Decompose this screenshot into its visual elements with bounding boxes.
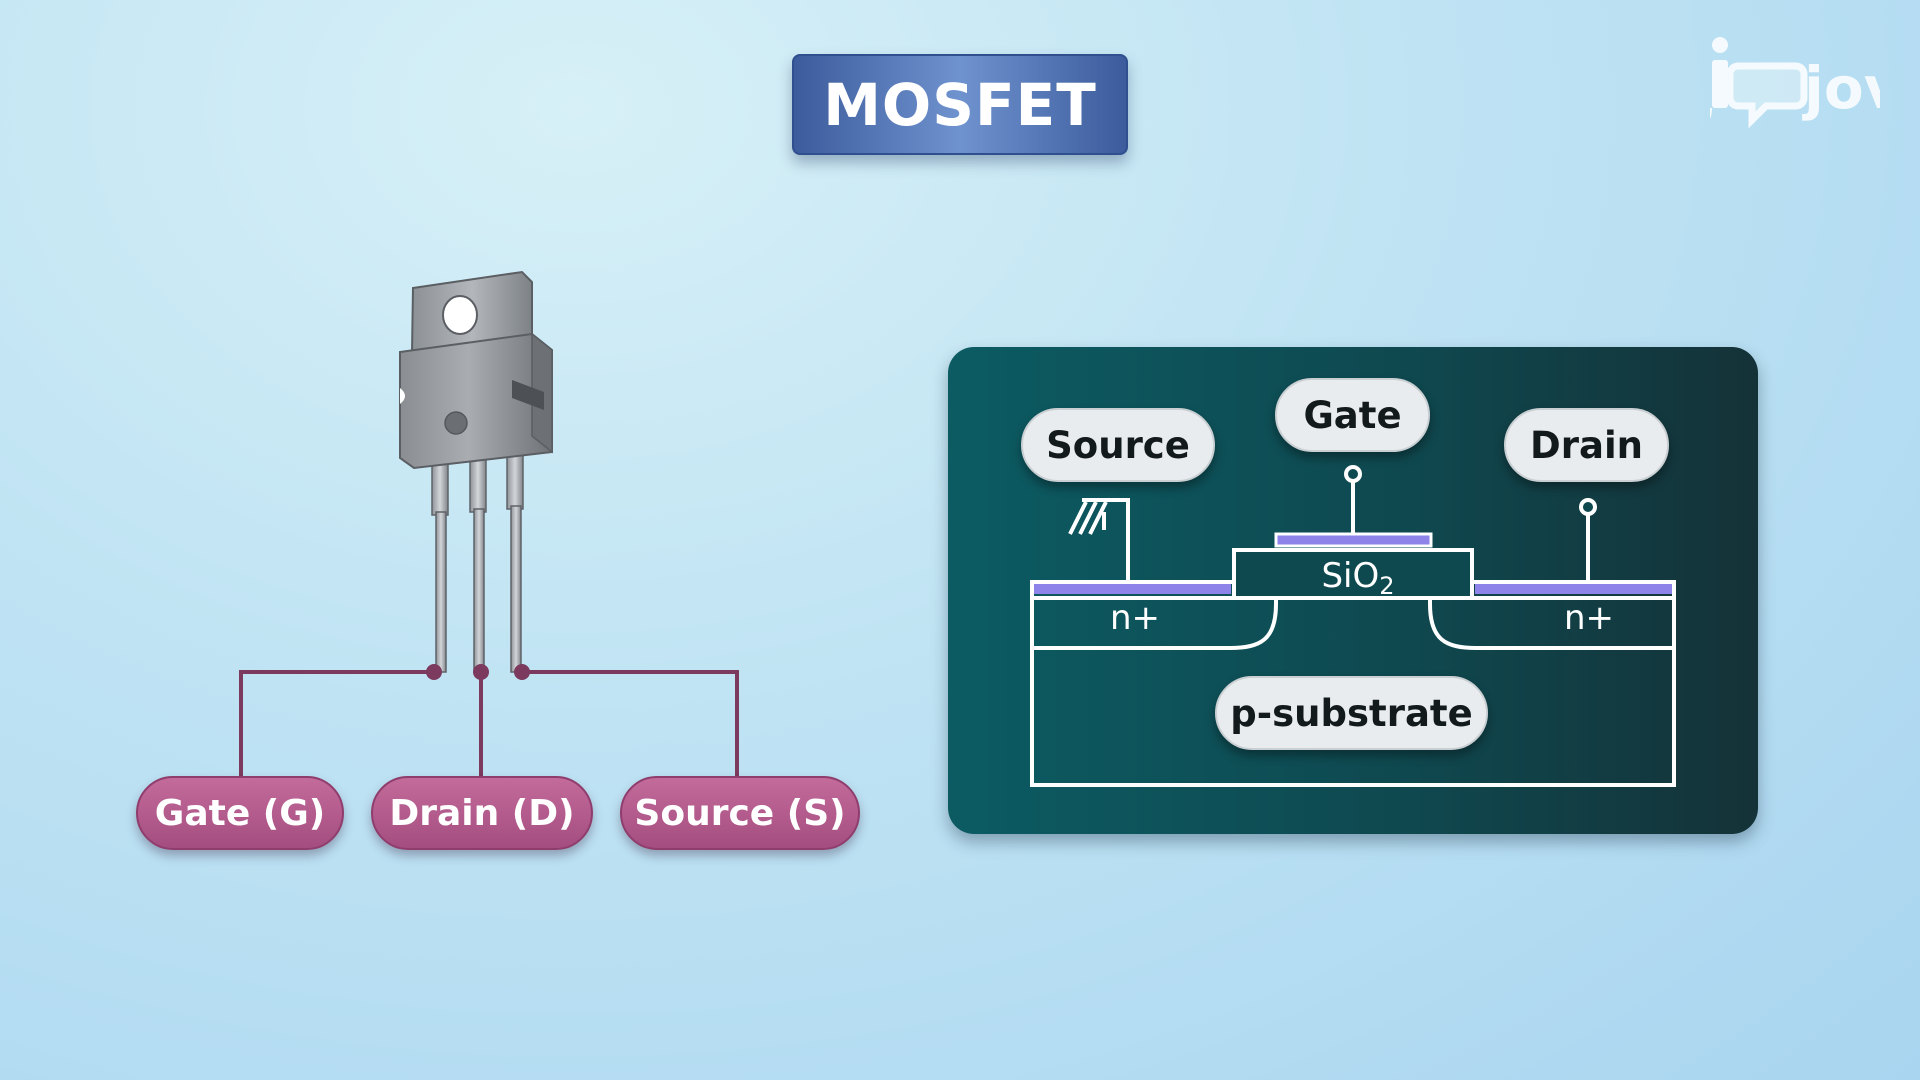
- pin-label-source: Source (S): [620, 776, 860, 850]
- pin-label-drain: Drain (D): [371, 776, 593, 850]
- substrate-label: p-substrate: [1215, 676, 1488, 750]
- title-banner: MOSFET: [792, 54, 1128, 155]
- page-title: MOSFET: [823, 70, 1097, 139]
- source-metal-contact: [1034, 584, 1231, 594]
- oxide-layer: [1232, 548, 1474, 600]
- source-wire: [522, 670, 739, 780]
- source-terminal-wire: [1100, 498, 1130, 582]
- logo-text: jove: [1802, 54, 1880, 122]
- drain-region-label: n+: [1564, 598, 1615, 638]
- terminal-label-source: Source: [1021, 408, 1215, 482]
- terminal-label-drain: Drain: [1504, 408, 1669, 482]
- ground-symbol-icon: [1068, 498, 1108, 535]
- gate-metal-contact: [1274, 532, 1433, 548]
- source-region-label: n+: [1110, 598, 1161, 638]
- pin-wires: [239, 670, 739, 780]
- drain-terminal-node: [1579, 498, 1597, 516]
- gate-terminal-node: [1344, 465, 1362, 483]
- source-n-region: [1032, 596, 1278, 650]
- jove-logo-icon: jove: [1710, 37, 1880, 129]
- pin-dots: [426, 664, 530, 680]
- gate-wire: [239, 670, 434, 780]
- pin-label-gate: Gate (G): [136, 776, 344, 850]
- mounting-hole: [442, 295, 478, 335]
- drain-metal-contact: [1475, 584, 1672, 594]
- terminal-label-gate: Gate: [1275, 378, 1430, 452]
- drain-n-region: [1428, 596, 1674, 650]
